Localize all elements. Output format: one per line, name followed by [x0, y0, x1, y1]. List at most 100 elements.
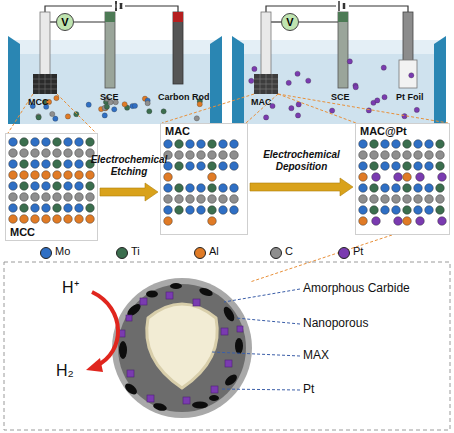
etching-cell-part — [8, 36, 20, 124]
atom — [425, 162, 434, 171]
atom — [392, 195, 401, 204]
particle-panel — [4, 262, 450, 430]
ion — [53, 116, 58, 121]
particle-panel-part-part — [146, 291, 158, 298]
atom — [20, 193, 29, 202]
atom — [219, 184, 228, 193]
atom — [403, 195, 412, 204]
ion — [65, 114, 70, 119]
species-label: H₂ — [56, 362, 74, 380]
atom — [230, 162, 239, 171]
part-label: Nanoporous — [303, 316, 368, 330]
atom — [20, 160, 29, 169]
deposition-cell-part — [232, 36, 244, 124]
atom — [381, 151, 390, 160]
atom — [370, 195, 379, 204]
atom — [31, 182, 40, 191]
atom — [416, 217, 425, 226]
atom — [208, 162, 217, 171]
particle-panel-part-part — [209, 395, 219, 401]
ion — [252, 66, 257, 71]
atom — [64, 160, 73, 169]
edge-label: Electrochemical Deposition — [260, 149, 344, 173]
zoom-leader-part — [246, 94, 278, 123]
atom — [53, 171, 62, 180]
atom — [219, 151, 228, 160]
particle-panel-part — [112, 278, 252, 418]
atom — [186, 140, 195, 149]
legend-text: C — [285, 245, 293, 257]
atom — [31, 193, 40, 202]
etching-cell-part — [74, 14, 110, 22]
particle-panel-part — [92, 292, 118, 366]
atom — [381, 195, 390, 204]
atom — [31, 149, 40, 158]
atom — [164, 140, 173, 149]
ion — [194, 116, 199, 121]
atom — [403, 184, 412, 193]
atom — [392, 184, 401, 193]
ion — [36, 115, 41, 120]
atom — [53, 160, 62, 169]
atom — [164, 184, 173, 193]
edge-label: Electrochemical Etching — [87, 154, 171, 178]
atom — [42, 149, 51, 158]
atom — [42, 204, 51, 213]
ion — [263, 115, 268, 120]
electrode-label: Carbon Rod — [158, 92, 210, 102]
atom — [425, 151, 434, 160]
ion — [102, 113, 107, 118]
lattice-label: MCC — [10, 226, 35, 238]
etching-cell-part — [115, 1, 117, 11]
atom — [64, 171, 73, 180]
particle-panel-part — [147, 304, 218, 388]
atom — [208, 206, 217, 215]
atom — [86, 182, 95, 191]
atom — [425, 140, 434, 149]
atom — [42, 171, 51, 180]
atom — [370, 206, 379, 215]
atom — [436, 162, 445, 171]
atom — [208, 151, 217, 160]
particle-panel-part-part — [126, 315, 132, 321]
ion — [161, 109, 166, 114]
electrode-label: Pt Foil — [396, 92, 424, 102]
particle-panel-part-part — [222, 305, 237, 323]
electrode-label: SCE — [100, 92, 119, 102]
particle-panel-part-part — [140, 298, 147, 305]
ion — [54, 96, 59, 101]
ion — [112, 107, 117, 112]
atom — [436, 140, 445, 149]
deposition-cell-part — [254, 74, 278, 94]
atom — [208, 217, 217, 226]
atom — [64, 182, 73, 191]
atom — [370, 151, 379, 160]
ion — [104, 104, 109, 109]
particle-panel-part-part — [192, 402, 208, 409]
atom — [164, 217, 173, 226]
electrode-label: SCE — [331, 92, 350, 102]
etching-cell-part — [40, 12, 50, 78]
atom — [164, 173, 173, 182]
ion — [353, 85, 358, 90]
particle-panel-part — [86, 358, 103, 372]
ion — [381, 65, 386, 70]
deposition-cell-part — [434, 36, 446, 124]
atom — [230, 206, 239, 215]
species-label: H⁺ — [62, 276, 79, 298]
atom — [75, 171, 84, 180]
atom — [86, 171, 95, 180]
ion-cloud — [249, 59, 420, 120]
atom — [86, 215, 95, 224]
atom — [175, 184, 184, 193]
atom — [9, 193, 18, 202]
deposition-cell-part — [336, 4, 349, 8]
atom — [9, 149, 18, 158]
process-arrow — [100, 183, 158, 201]
deposition-cell-part — [338, 1, 340, 11]
atom — [64, 193, 73, 202]
lattice-label: MAC@Pt — [360, 125, 407, 137]
atom — [403, 151, 412, 160]
deposition-cell-part — [338, 12, 348, 88]
